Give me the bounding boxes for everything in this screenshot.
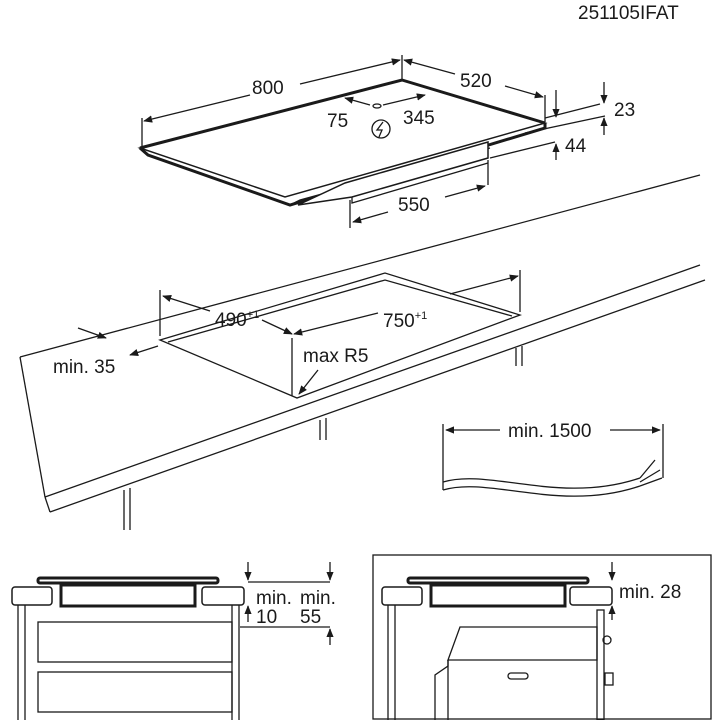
connection-right-label: 345 xyxy=(403,108,435,129)
cutout-dimensions: 490+1 750+1 max R5 min. 35 xyxy=(53,270,521,396)
cutout-depth-label: 490+1 xyxy=(215,309,259,331)
oven-section-view: min. 28 xyxy=(372,554,712,720)
drawer-gap-value: 10 xyxy=(256,607,277,628)
hob-width-label: 800 xyxy=(252,78,284,99)
box-width-label: 550 xyxy=(398,195,430,216)
hob-dimensions: 800 520 75 345 23 44 550 xyxy=(141,55,635,228)
connection-left-label: 75 xyxy=(327,111,348,132)
radius-label: max R5 xyxy=(303,346,368,367)
drawer-gap-min: min. xyxy=(256,588,292,609)
cutout xyxy=(158,272,523,399)
document-code: 251105IFAT xyxy=(578,3,679,24)
cable-length-label: min. 1500 xyxy=(508,421,591,442)
drawer-section-view: min. 10 min. 55 xyxy=(11,562,336,720)
hob-thickness-label: 23 xyxy=(614,100,635,121)
hob-height-label: 44 xyxy=(565,136,587,157)
cable: min. 1500 xyxy=(442,421,664,497)
worktop xyxy=(19,174,706,530)
lightning-bolt-icon xyxy=(371,119,391,139)
edge-distance-label: min. 35 xyxy=(53,357,115,378)
oven-gap-label: min. 28 xyxy=(619,582,681,603)
hob-depth-label: 520 xyxy=(460,71,492,92)
cutout-width-label: 750+1 xyxy=(383,310,427,332)
drawer-clearance-value: 55 xyxy=(300,607,321,628)
drawer-clearance-min: min. xyxy=(300,588,336,609)
